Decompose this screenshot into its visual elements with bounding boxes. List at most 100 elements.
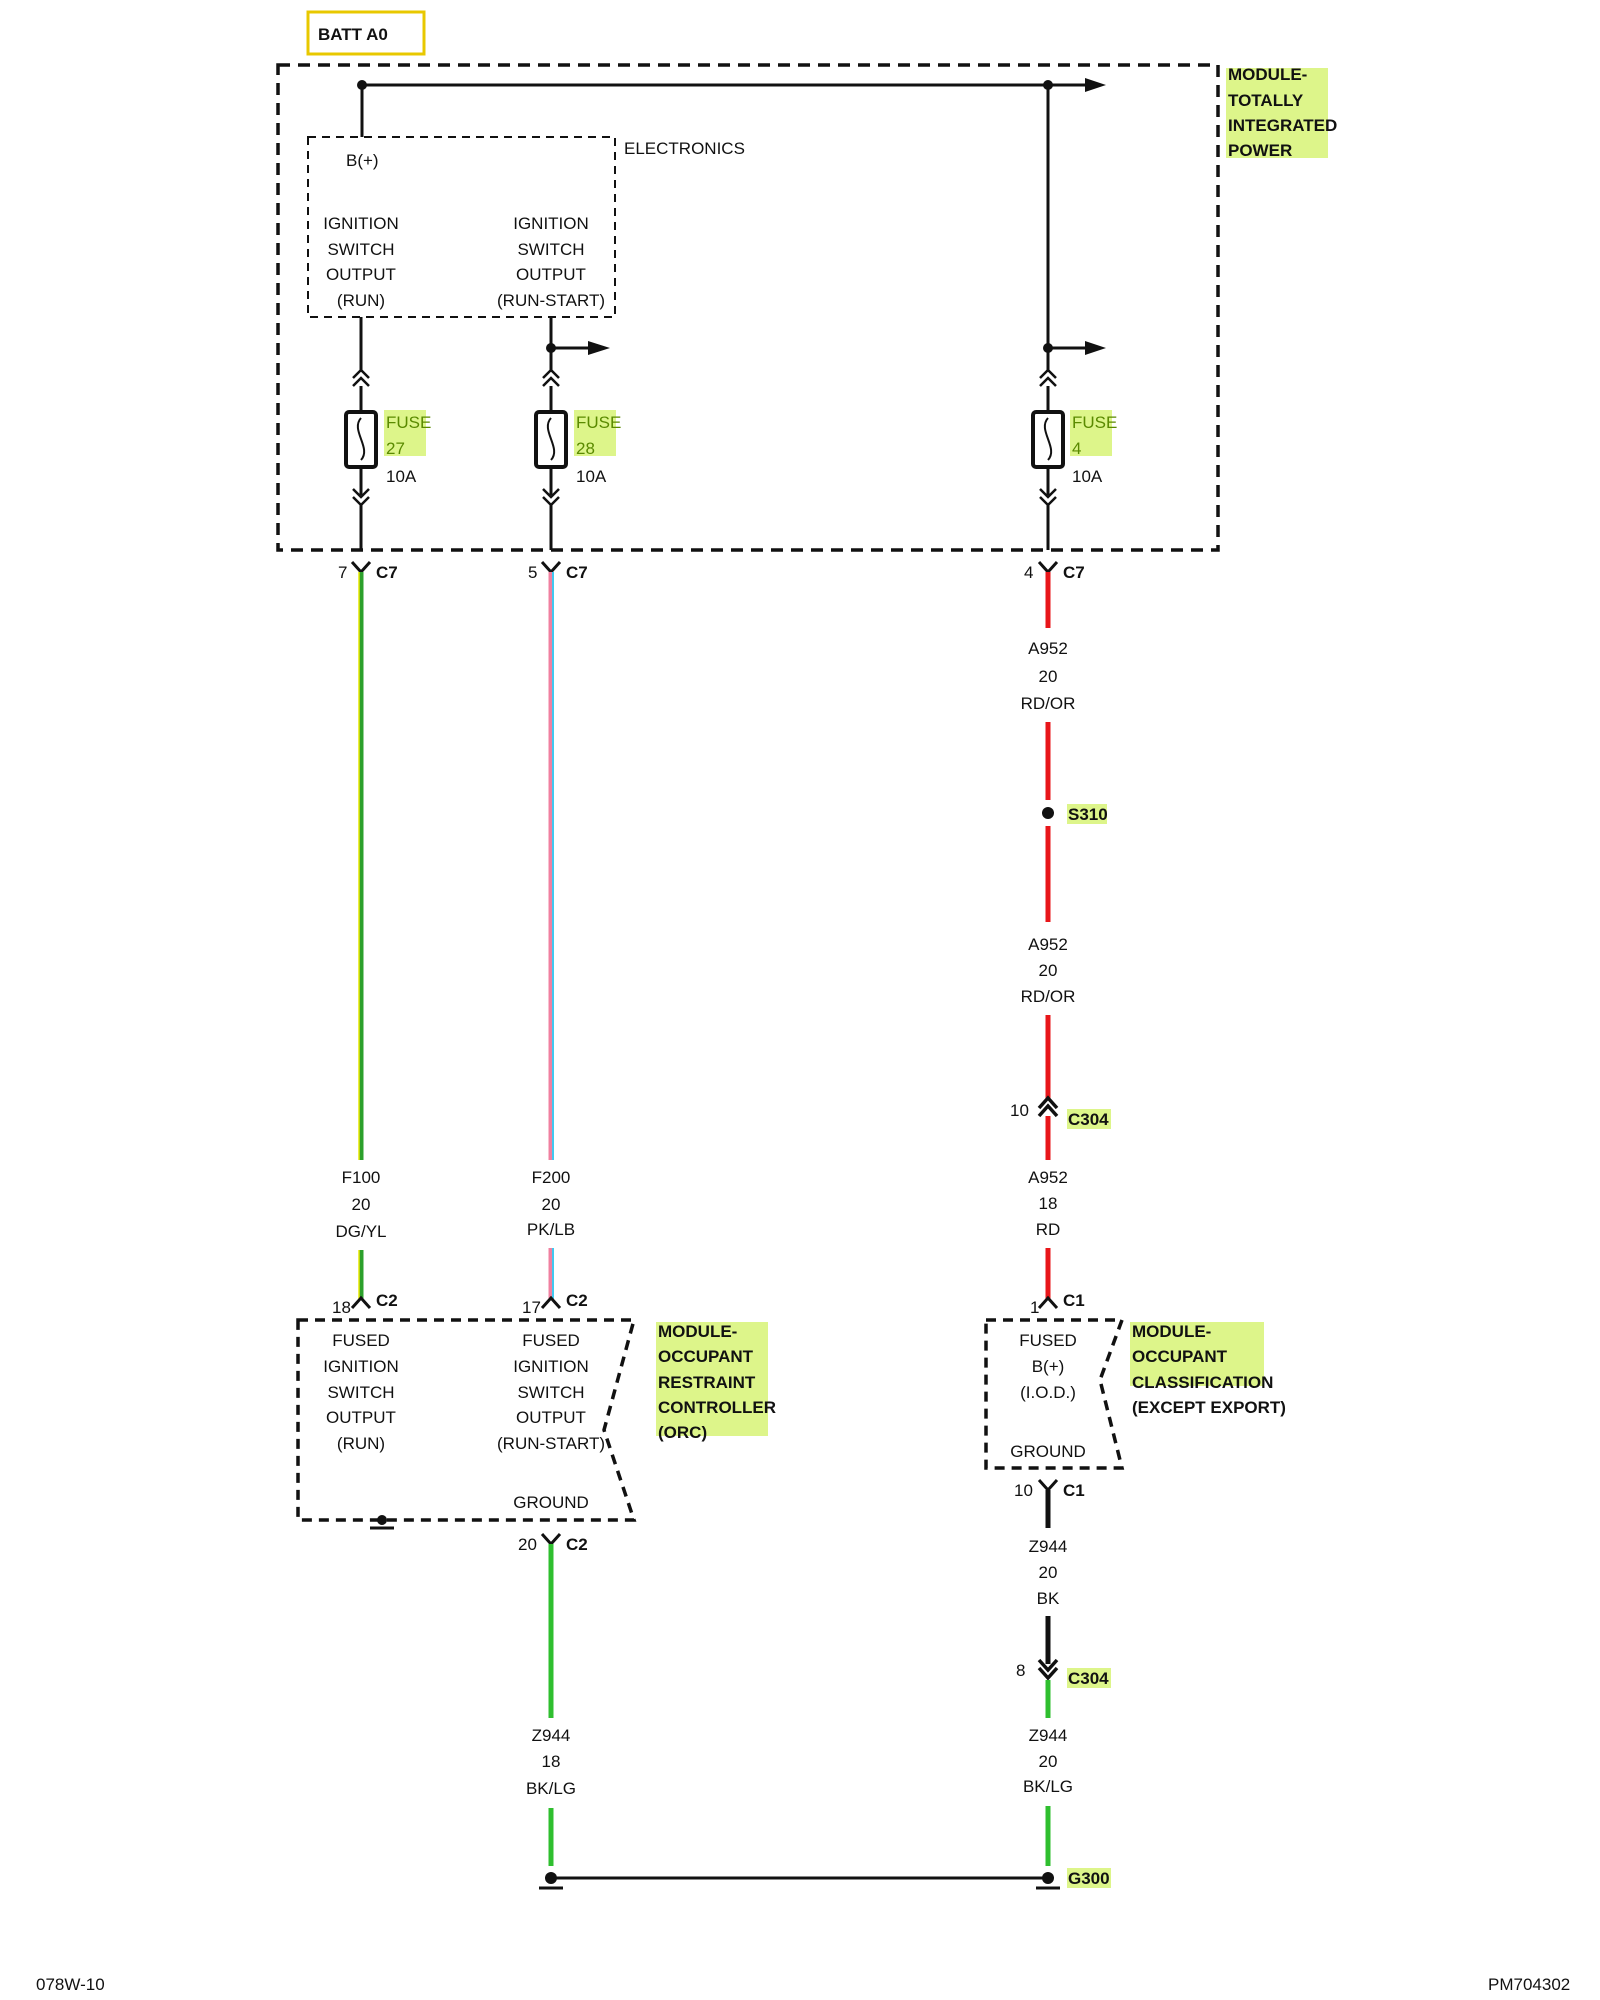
wire-f100-color: DG/YL: [335, 1222, 386, 1241]
orc-rs-2: IGNITION: [513, 1357, 589, 1376]
bus-arrow-right: [1085, 78, 1106, 92]
c304b-pin: 8: [1016, 1661, 1025, 1680]
wire-a952a-circuit: A952: [1028, 639, 1068, 658]
fuse-28-symbol: [534, 368, 568, 550]
fuse28-highlight: [574, 410, 616, 456]
occ-label-highlight: [1130, 1322, 1264, 1386]
c1a-name: C1: [1063, 1291, 1085, 1310]
orc-rs-4: OUTPUT: [516, 1408, 586, 1427]
c1-connector-top: [1037, 1295, 1059, 1310]
splice-s310-label: S310: [1068, 805, 1108, 824]
tipm-label-3: INTEGRATED: [1228, 116, 1337, 135]
c304-connector-top: [1037, 1095, 1059, 1118]
fuse4-highlight: [1070, 410, 1112, 456]
fuse-4-symbol: [1031, 368, 1065, 550]
wire-z944a-circuit: Z944: [532, 1726, 571, 1745]
orc-label-4: CONTROLLER: [658, 1398, 776, 1417]
elec-run-1: IGNITION: [323, 214, 399, 233]
electronics-label: ELECTRONICS: [624, 139, 745, 158]
c304a-pin: 10: [1010, 1101, 1029, 1120]
elec-rs-3: OUTPUT: [516, 265, 586, 284]
fuse28-num: 28: [576, 439, 595, 458]
c2a-name: C2: [376, 1291, 398, 1310]
occ-fused-1: FUSED: [1019, 1331, 1077, 1350]
wire-a952a-gauge: 20: [1039, 667, 1058, 686]
c7-name-col2: C7: [566, 563, 588, 582]
c304a-highlight: [1067, 1109, 1111, 1129]
c7-pin-col3: 4: [1024, 563, 1033, 582]
c1b-name: C1: [1063, 1481, 1085, 1500]
c2b-name: C2: [566, 1291, 588, 1310]
wire-z944b-circuit: Z944: [1029, 1537, 1068, 1556]
c1-connector-ground: [1037, 1478, 1059, 1493]
batt-label-box: [306, 10, 426, 56]
tipm-label-1: MODULE-: [1228, 65, 1307, 84]
orc-label-2: OCCUPANT: [658, 1347, 754, 1366]
wire-z944b-color: BK: [1037, 1589, 1060, 1608]
orc-run-4: OUTPUT: [326, 1408, 396, 1427]
col3-branch-arrow: [1085, 341, 1106, 355]
orc-rs-3: SWITCH: [517, 1383, 584, 1402]
c304-connector-bottom: [1037, 1658, 1059, 1681]
c7-pin-col1: 7: [338, 563, 347, 582]
wire-a952c-circuit: A952: [1028, 1168, 1068, 1187]
fuse4-label: FUSE: [1072, 413, 1117, 432]
occ-label-1: MODULE-: [1132, 1322, 1211, 1341]
orc-run-3: SWITCH: [327, 1383, 394, 1402]
col2-branch-arrow: [588, 341, 610, 355]
occ-label-2: OCCUPANT: [1132, 1347, 1228, 1366]
fuse27-rating: 10A: [386, 467, 417, 486]
splice-s310-highlight: [1067, 804, 1107, 824]
wire-z944c-color: BK/LG: [1023, 1777, 1073, 1796]
fuse-27-symbol: [344, 368, 378, 550]
c7-pin-col2: 5: [528, 563, 537, 582]
c2-connector-col1: [350, 1295, 372, 1310]
batt-label: BATT A0: [318, 25, 388, 44]
fuse27-highlight: [384, 410, 426, 456]
wire-z944a-color: BK/LG: [526, 1779, 576, 1798]
tipm-label-2: TOTALLY: [1228, 91, 1304, 110]
elec-run-4: (RUN): [337, 291, 385, 310]
g300-label: G300: [1068, 1869, 1110, 1888]
wire-z944c-circuit: Z944: [1029, 1726, 1068, 1745]
wire-a952a-color: RD/OR: [1021, 694, 1076, 713]
orc-run-2: IGNITION: [323, 1357, 399, 1376]
wire-f100-circuit: F100: [342, 1168, 381, 1187]
c1b-pin: 10: [1014, 1481, 1033, 1500]
wire-z944a-gauge: 18: [542, 1752, 561, 1771]
wire-a952b-gauge: 20: [1039, 961, 1058, 980]
wire-f100-gauge: 20: [352, 1195, 371, 1214]
fuse27-num: 27: [386, 439, 405, 458]
footer-left: 078W-10: [36, 1975, 105, 1994]
c2-connector-ground: [540, 1532, 562, 1547]
tipm-label-4: POWER: [1228, 141, 1292, 160]
orc-run-5: (RUN): [337, 1434, 385, 1453]
orc-rs-1: FUSED: [522, 1331, 580, 1350]
fuse4-num: 4: [1072, 439, 1081, 458]
orc-label-3: RESTRAINT: [658, 1373, 756, 1392]
c7-name-col3: C7: [1063, 563, 1085, 582]
c7-connector-col3: [1037, 560, 1059, 575]
ground-symbol-left: [539, 1872, 563, 1890]
c2a-pin: 18: [332, 1298, 351, 1317]
occ-label-4: (EXCEPT EXPORT): [1132, 1398, 1286, 1417]
g300-highlight: [1067, 1868, 1111, 1888]
orc-label-5: (ORC): [658, 1423, 707, 1442]
c304b-name: C304: [1068, 1669, 1109, 1688]
wire-a952b-circuit: A952: [1028, 935, 1068, 954]
bplus-label: B(+): [346, 151, 379, 170]
orc-run-1: FUSED: [332, 1331, 390, 1350]
c1a-pin: 1: [1030, 1298, 1039, 1317]
c7-connector-col2: [540, 560, 562, 575]
wire-f200-circuit: F200: [532, 1168, 571, 1187]
occ-fused-2: B(+): [1032, 1357, 1065, 1376]
fuse4-rating: 10A: [1072, 467, 1103, 486]
occ-label-3: CLASSIFICATION: [1132, 1373, 1273, 1392]
wire-f200-gauge: 20: [542, 1195, 561, 1214]
electronics-box: [307, 136, 616, 318]
splice-s310-dot: [1042, 807, 1054, 819]
tipm-label-highlight: [1226, 68, 1328, 158]
fuse27-label: FUSE: [386, 413, 431, 432]
wire-a952b-color: RD/OR: [1021, 987, 1076, 1006]
